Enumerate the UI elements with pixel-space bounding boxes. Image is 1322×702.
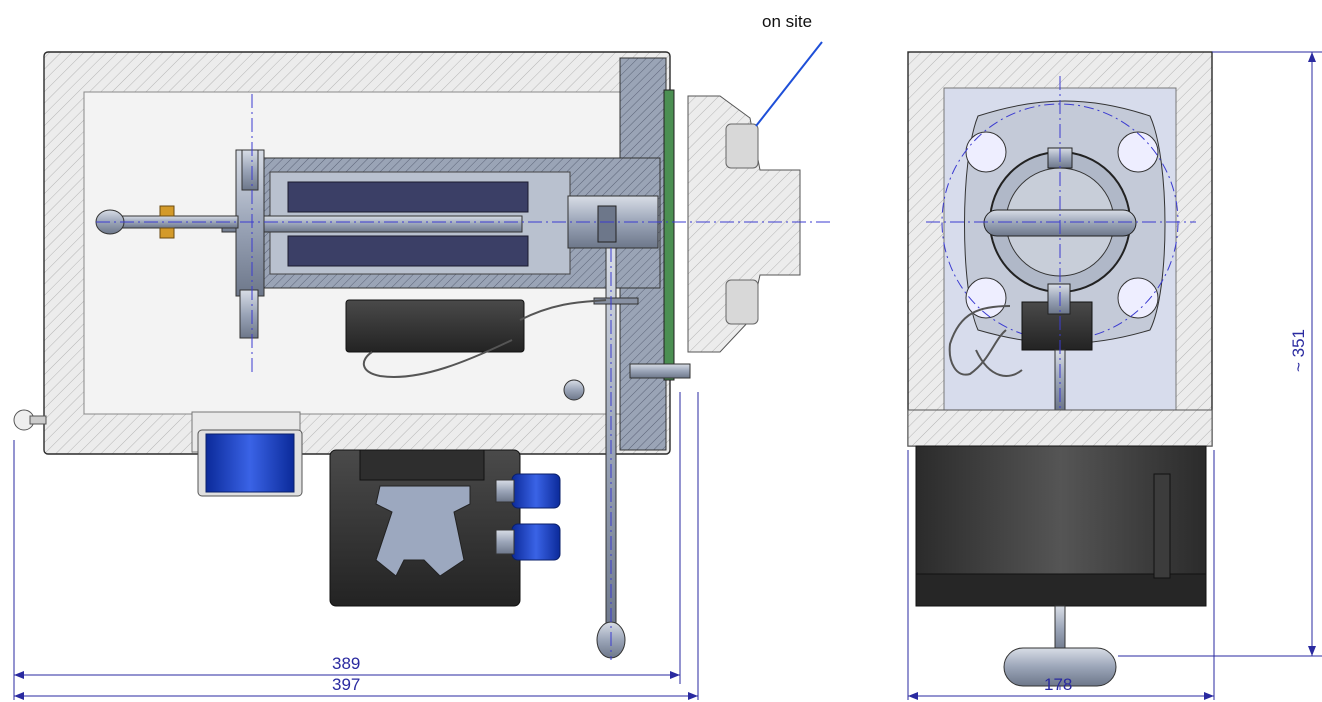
flange-green-seal xyxy=(663,89,675,381)
armature-rod xyxy=(221,215,523,233)
flange-bolt-top xyxy=(725,123,759,169)
on-site-leader-line xyxy=(755,41,823,127)
grounding-screw xyxy=(563,379,585,401)
cable-gland-upper xyxy=(511,473,561,509)
side-bolt-hole-top-left xyxy=(965,131,1007,173)
terminal-lug xyxy=(629,363,691,379)
side-dim-351-label: ~ 351 xyxy=(1289,329,1308,372)
on-site-label: on site xyxy=(762,12,812,31)
side-solenoid-stem xyxy=(1047,283,1071,315)
dim-397-label: 397 xyxy=(332,675,360,694)
vertical-bolt-upper xyxy=(241,149,259,191)
coil-lower xyxy=(287,235,529,267)
side-bolt-hole-bottom-left xyxy=(965,277,1007,319)
side-wire-loop xyxy=(948,305,1023,377)
side-bolt-hole-top-right xyxy=(1117,131,1159,173)
cable-gland-nut-lower xyxy=(495,529,515,555)
blue-bobbin-winding xyxy=(205,433,295,493)
process-flange xyxy=(687,95,801,353)
terminal-block xyxy=(375,485,471,577)
housing-knob-stem xyxy=(29,415,47,425)
front-section-view: on site 389 397 xyxy=(13,12,830,700)
bronze-bushing-bottom xyxy=(159,227,175,239)
vertical-bolt-lower xyxy=(239,289,259,339)
side-base-band xyxy=(907,409,1213,447)
side-terminal-box-foot xyxy=(915,573,1207,607)
cable-gland-lower xyxy=(511,523,561,561)
side-cable-gland xyxy=(1153,473,1171,579)
cable-gland-nut-upper xyxy=(495,479,515,503)
side-dim-178-label: 178 xyxy=(1044,675,1072,694)
side-probe-foot xyxy=(1003,647,1117,687)
dim-389-label: 389 xyxy=(332,654,360,673)
side-view: 178 ~ 351 xyxy=(907,51,1322,700)
side-probe-stem xyxy=(1054,605,1066,653)
terminal-box-lid xyxy=(359,449,485,481)
bronze-bushing-top xyxy=(159,205,175,217)
side-bolt-hole-bottom-right xyxy=(1117,277,1159,319)
coil-upper xyxy=(287,181,529,213)
solenoid-block xyxy=(345,299,525,353)
flange-bolt-bottom xyxy=(725,279,759,325)
solenoid-wire xyxy=(362,299,607,378)
coupling-pin xyxy=(597,205,617,243)
